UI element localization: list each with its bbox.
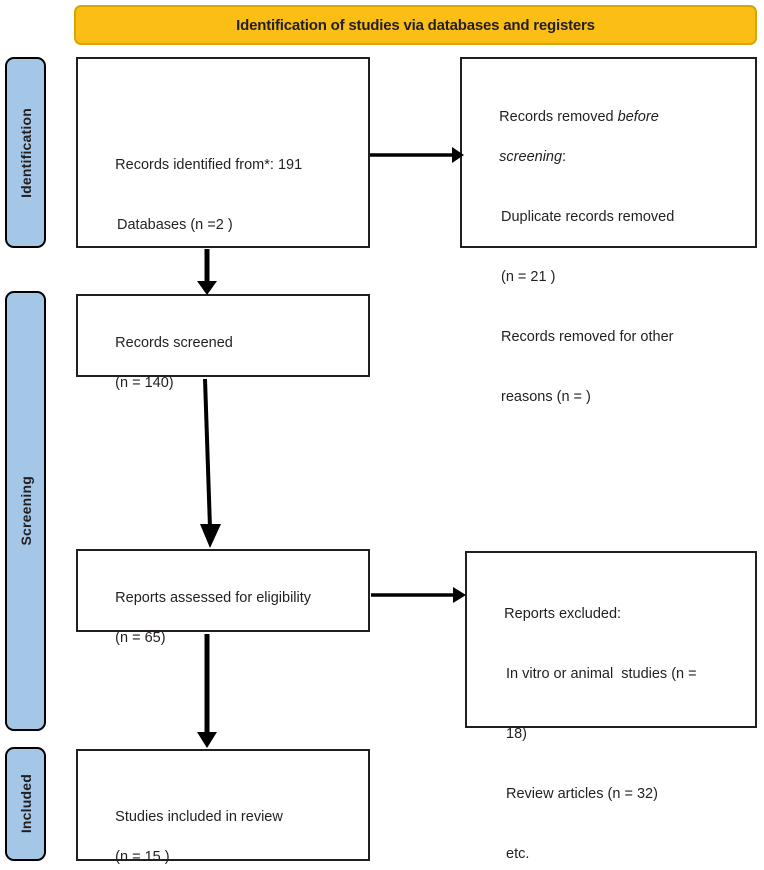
phase-bar-screening: Screening	[5, 291, 46, 731]
studies-included-line-1: Studies included in review	[115, 809, 283, 825]
box-studies-included-in-review: Studies included in review (n = 15 )	[76, 749, 370, 865]
diagram-header-banner: Identification of studies via databases …	[74, 5, 757, 45]
diagram-header-title: Identification of studies via databases …	[236, 16, 595, 34]
phase-bar-identification: Identification	[5, 57, 46, 248]
records-removed-line-2-colon: :	[562, 149, 567, 165]
phase-bar-included: Included	[5, 747, 46, 861]
reports-excluded-line-5: etc.	[506, 846, 530, 862]
records-removed-line-1-italic: before	[617, 109, 659, 125]
studies-included-line-2: (n = 15 )	[115, 849, 170, 865]
arrow-assessed-to-excluded	[371, 587, 466, 603]
records-identified-line-1: Records identified from*: 191	[115, 157, 303, 173]
records-removed-line-6: reasons (n = )	[501, 389, 591, 405]
records-removed-line-5: Records removed for other	[501, 329, 674, 345]
reports-assessed-line-1: Reports assessed for eligibility	[115, 590, 312, 606]
reports-excluded-line-3: 18)	[506, 726, 527, 742]
phase-label-identification: Identification	[17, 107, 34, 198]
phase-label-screening: Screening	[17, 476, 34, 546]
box-reports-assessed-text: Reports assessed for eligibility (n = 65…	[91, 568, 366, 668]
box-records-screened-text: Records screened (n = 140)	[91, 313, 361, 413]
box-records-identified-text: Records identified from*: 191 Databases …	[91, 135, 361, 275]
box-studies-included-text: Studies included in review (n = 15 )	[91, 787, 361, 870]
box-records-removed-before-screening: Records removed before screening: Duplic…	[460, 57, 757, 405]
records-identified-line-2: Databases (n =2 )	[117, 217, 233, 233]
box-records-screened: Records screened (n = 140)	[76, 294, 370, 391]
records-removed-line-4: (n = 21 )	[501, 269, 556, 285]
box-records-removed-text: Records removed before screening: Duplic…	[475, 87, 750, 447]
records-removed-line-1-prefix: Records removed	[499, 109, 618, 125]
box-records-identified: Records identified from*: 191 Databases …	[76, 57, 370, 248]
phase-label-included: Included	[17, 774, 34, 834]
reports-assessed-line-2: (n = 65)	[115, 630, 166, 646]
box-reports-assessed-for-eligibility: Reports assessed for eligibility (n = 65…	[76, 549, 370, 646]
reports-excluded-line-4: Review articles (n = 32)	[506, 786, 658, 802]
reports-excluded-line-2: In vitro or animal studies (n =	[506, 666, 697, 682]
arrow-identified-to-removed	[370, 147, 464, 163]
records-removed-line-3: Duplicate records removed	[501, 209, 675, 225]
box-reports-excluded-text: Reports excluded: In vitro or animal stu…	[480, 584, 752, 870]
records-removed-line-2-italic: screening	[499, 149, 563, 165]
box-reports-excluded: Reports excluded: In vitro or animal stu…	[465, 551, 757, 862]
records-screened-line-2: (n = 140)	[115, 375, 174, 391]
reports-excluded-line-1: Reports excluded:	[504, 606, 622, 622]
records-screened-line-1: Records screened	[115, 335, 233, 351]
